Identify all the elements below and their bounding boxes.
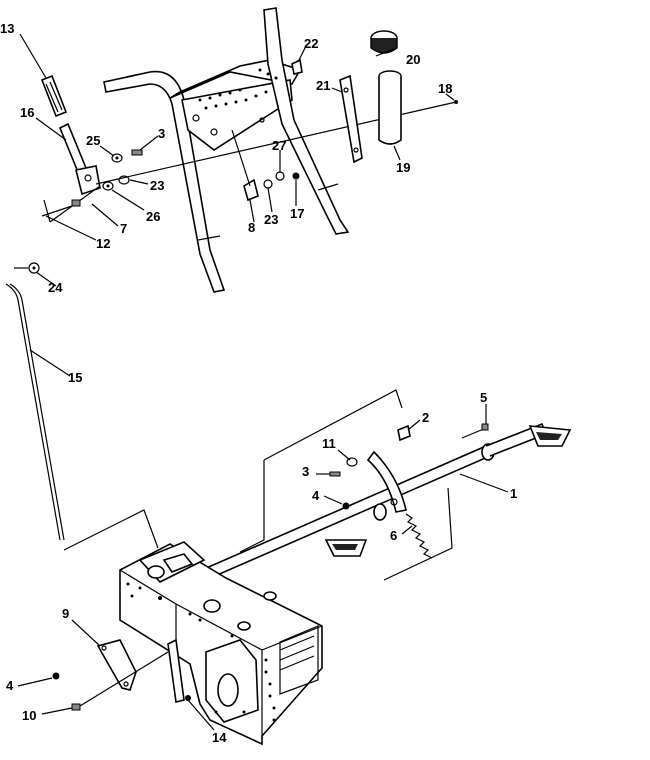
callout-27: 27 — [272, 138, 286, 153]
callout-leaders — [17, 33, 509, 731]
callout-25: 25 — [86, 133, 100, 148]
washer-part-24 — [28, 262, 40, 274]
nut-part-4-lower — [52, 672, 60, 680]
handlebar-frame-part-3 — [103, 7, 350, 293]
callout-2: 2 — [422, 410, 429, 425]
callout-26: 26 — [146, 209, 160, 224]
pedal-pad-right — [528, 425, 572, 447]
callout-8: 8 — [248, 220, 255, 235]
washer-part-23-lower — [263, 179, 273, 189]
callout-11: 11 — [322, 436, 336, 451]
callout-21: 21 — [316, 78, 330, 93]
handle-grip-part-13 — [40, 74, 68, 118]
control-rod-part-15 — [5, 283, 65, 541]
callout-4: 4 — [312, 488, 320, 503]
nut-part-4-upper — [342, 502, 350, 510]
rod-end-dot — [454, 100, 458, 104]
bolt-part-10 — [71, 651, 169, 711]
chassis-frame — [119, 541, 323, 746]
callout-17: 17 — [290, 206, 304, 221]
callout-13: 13 — [0, 21, 14, 36]
knob-cap-part-20 — [370, 30, 398, 54]
callout-20: 20 — [406, 52, 420, 67]
bracket-part-9 — [96, 639, 137, 691]
sector-plate — [366, 450, 407, 513]
callout-labels: 13 16 25 3 23 26 7 12 22 20 21 18 19 27 … — [0, 21, 517, 745]
callout-16: 16 — [20, 105, 34, 120]
callout-5: 5 — [480, 390, 487, 405]
callout-10: 10 — [22, 708, 36, 723]
pin-part-3-lower — [329, 471, 341, 477]
callout-12: 12 — [96, 236, 110, 251]
bolt-part-5 — [461, 423, 489, 439]
callout-15: 15 — [68, 370, 82, 385]
assembly-leader-lines — [14, 267, 453, 581]
bracket-part-21 — [339, 74, 363, 164]
leader-line — [43, 199, 51, 223]
bracket-part-2 — [397, 424, 411, 442]
plate-part-8 — [243, 178, 259, 202]
callout-3: 3 — [158, 126, 165, 141]
washer-part-27 — [275, 171, 285, 181]
callout-4: 4 — [6, 678, 14, 693]
leader-line — [231, 129, 251, 187]
callout-6: 6 — [390, 528, 397, 543]
spring-part-6 — [405, 513, 433, 559]
clip-part-22 — [291, 58, 303, 75]
tube-part-19 — [378, 70, 402, 145]
washer-part-11 — [346, 457, 358, 467]
bracket-part-14 — [167, 638, 191, 703]
nut-part-26 — [102, 181, 114, 191]
callout-9: 9 — [62, 606, 69, 621]
bolt-part-12 — [41, 199, 81, 217]
callout-14: 14 — [212, 730, 227, 745]
callout-7: 7 — [120, 221, 127, 236]
callout-18: 18 — [438, 81, 452, 96]
callout-3: 3 — [302, 464, 309, 479]
pedal-pad-left — [324, 539, 368, 557]
washer-part-25 — [111, 153, 123, 163]
callout-1: 1 — [510, 486, 517, 501]
cross-shaft-part-1 — [154, 422, 548, 602]
washer-part-23-upper — [118, 175, 130, 185]
callout-22: 22 — [304, 36, 318, 51]
control-lever-part-16 — [58, 122, 101, 196]
nut-part-17 — [292, 172, 300, 180]
bolt-part-3-upper — [131, 149, 143, 156]
callout-24: 24 — [48, 280, 63, 295]
callout-23: 23 — [150, 178, 164, 193]
callout-23: 23 — [264, 212, 278, 227]
callout-19: 19 — [396, 160, 410, 175]
